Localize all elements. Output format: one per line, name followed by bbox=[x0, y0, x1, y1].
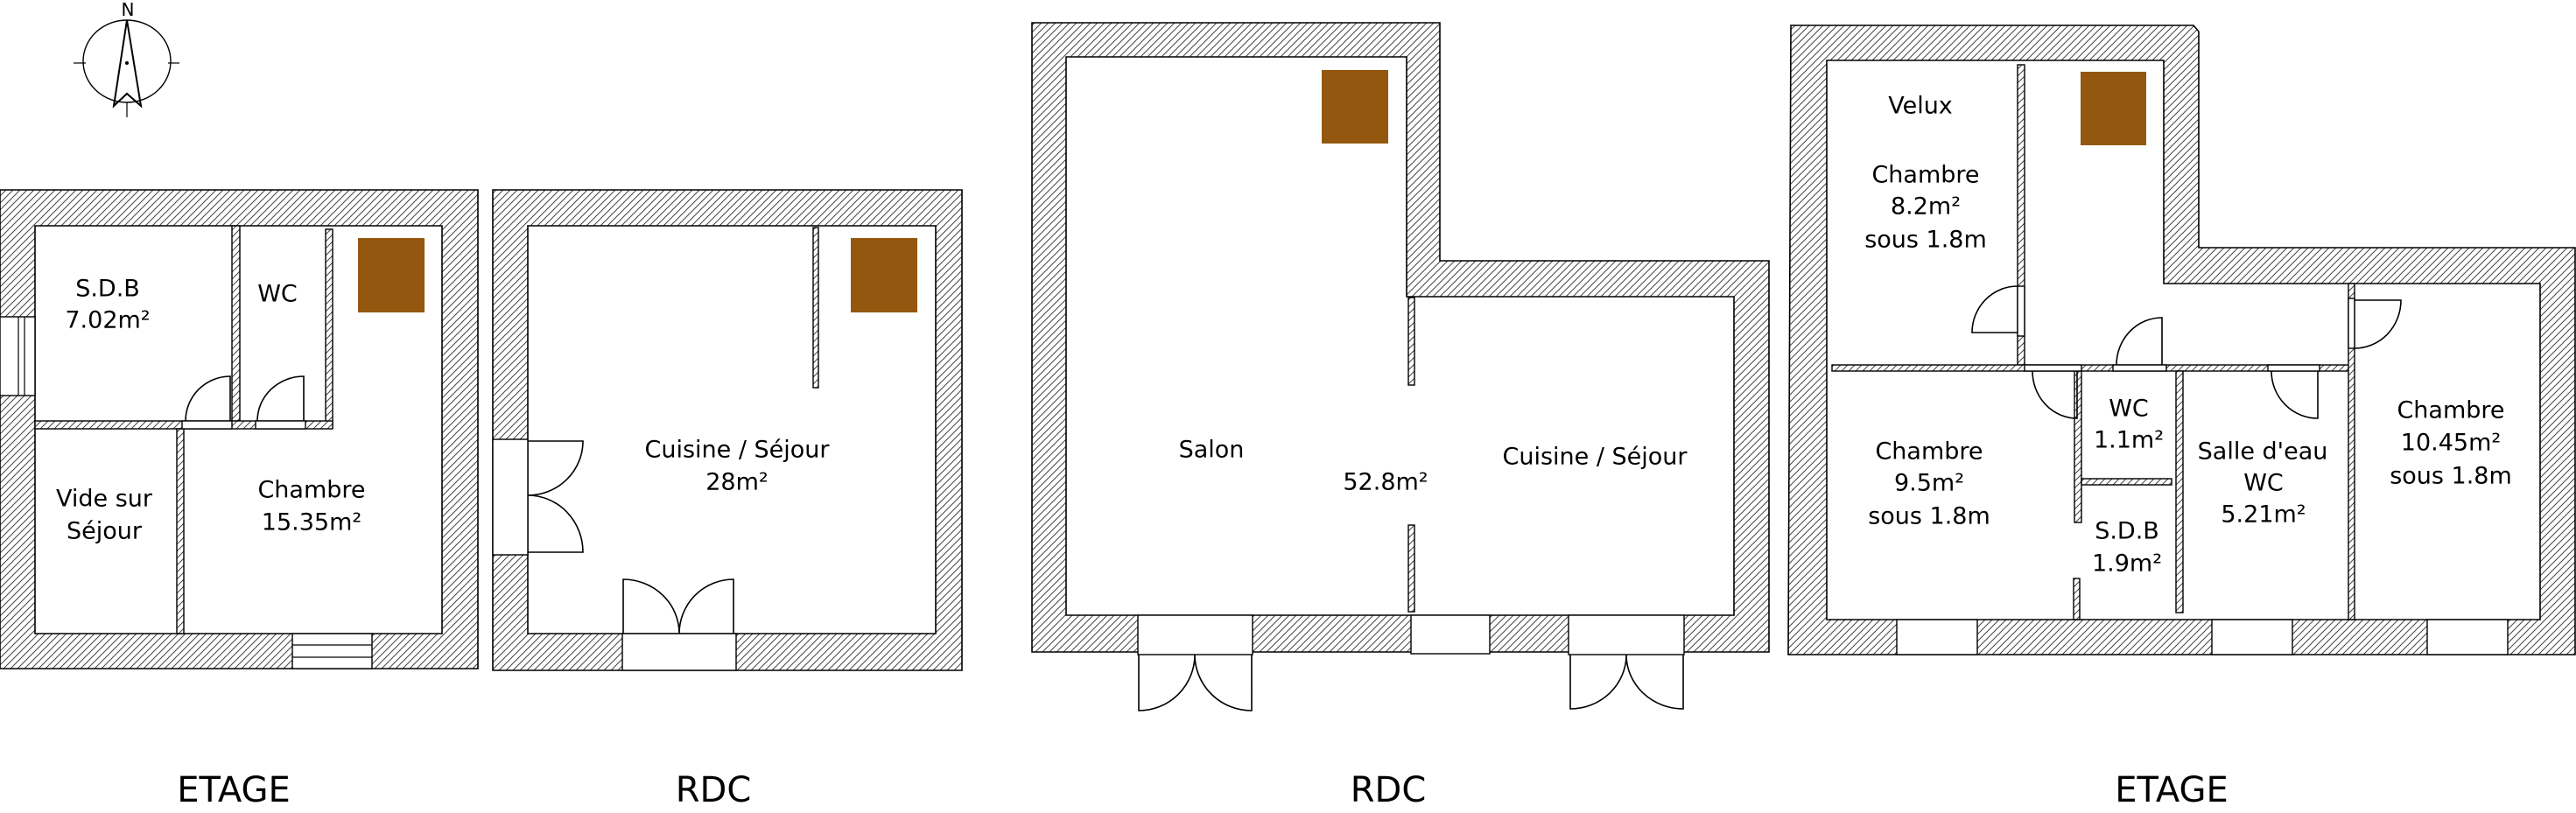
partition-wall bbox=[231, 225, 241, 422]
room-label: Salle d'eau bbox=[2198, 438, 2328, 466]
door-icon bbox=[256, 375, 305, 422]
door-icon bbox=[2116, 317, 2163, 366]
room-label: WC bbox=[257, 281, 298, 308]
room-label: S.D.B bbox=[2095, 518, 2159, 545]
room-label: S.D.B bbox=[75, 276, 140, 303]
partition-wall bbox=[2073, 578, 2081, 620]
room-area: 7.02m² bbox=[65, 307, 150, 334]
exterior-wall bbox=[0, 189, 479, 669]
partition-wall bbox=[2081, 478, 2172, 486]
room-note: sous 1.8m bbox=[1868, 503, 1990, 530]
door-opening bbox=[181, 420, 233, 430]
room-label: Chambre bbox=[1875, 438, 1983, 466]
door-opening bbox=[2024, 364, 2082, 372]
room-area: 9.5m² bbox=[1894, 470, 1964, 497]
plan-rdc-small: Cuisine / Séjour 28m² RDC bbox=[492, 189, 963, 810]
room-area: 28m² bbox=[705, 469, 768, 496]
partition-wall bbox=[1407, 297, 1415, 386]
window bbox=[0, 316, 36, 396]
door-icon bbox=[185, 375, 231, 422]
room-area: 8.2m² bbox=[1891, 193, 1961, 221]
level-label: RDC bbox=[676, 770, 752, 810]
fireplace-icon bbox=[851, 238, 917, 312]
level-label: ETAGE bbox=[2115, 770, 2229, 810]
exterior-wall bbox=[1031, 22, 1770, 653]
room-label: Cuisine / Séjour bbox=[644, 437, 830, 464]
room-area: 1.9m² bbox=[2092, 550, 2162, 578]
room-area: 5.21m² bbox=[2221, 501, 2306, 529]
partition-wall bbox=[812, 227, 819, 389]
room-label: Chambre bbox=[1871, 162, 1979, 189]
north-label: N bbox=[122, 0, 135, 20]
door-opening bbox=[492, 438, 529, 556]
door-opening bbox=[2267, 364, 2320, 372]
room-area: 10.45m² bbox=[2401, 430, 2501, 457]
double-door-icon bbox=[1138, 654, 1253, 711]
room-label: WC bbox=[2243, 470, 2284, 497]
double-door-icon bbox=[527, 440, 584, 553]
door-opening bbox=[2017, 285, 2025, 337]
partition-wall bbox=[176, 428, 185, 634]
fireplace-icon bbox=[1322, 70, 1388, 144]
plan-etage-large: Velux Chambre 8.2m² sous 1.8m Chambre 9.… bbox=[1787, 25, 2576, 810]
room-label: Salon bbox=[1179, 437, 1245, 464]
plan-etage-small: S.D.B 7.02m² WC Vide sur Séjour Chambre … bbox=[0, 189, 479, 810]
door-icon bbox=[2271, 370, 2319, 419]
partition-wall bbox=[2074, 370, 2082, 523]
fireplace-icon bbox=[358, 238, 425, 312]
partition-wall bbox=[325, 228, 333, 429]
door-opening bbox=[621, 633, 737, 671]
double-door-icon bbox=[622, 578, 734, 634]
door-opening bbox=[1137, 614, 1253, 655]
window bbox=[2426, 619, 2509, 655]
door-opening bbox=[2348, 298, 2355, 349]
room-note: sous 1.8m bbox=[2390, 463, 2512, 490]
fireplace-icon bbox=[2081, 72, 2146, 145]
room-label: Séjour bbox=[67, 518, 143, 545]
level-label: RDC bbox=[1351, 770, 1427, 810]
room-label: WC bbox=[2109, 396, 2149, 423]
partition-wall bbox=[2348, 283, 2355, 620]
partition-wall bbox=[2175, 370, 2184, 613]
door-icon bbox=[1971, 285, 2018, 333]
level-label: ETAGE bbox=[177, 770, 291, 810]
room-area: 1.1m² bbox=[2094, 427, 2164, 454]
door-icon bbox=[2354, 299, 2402, 349]
room-area: 52.8m² bbox=[1343, 469, 1428, 496]
door-opening bbox=[1568, 614, 1685, 655]
room-label: Cuisine / Séjour bbox=[1502, 444, 1688, 471]
room-label: Velux bbox=[1888, 93, 1953, 120]
room-note: sous 1.8m bbox=[1864, 227, 1987, 254]
room-label: Chambre bbox=[257, 477, 365, 504]
door-opening bbox=[2112, 364, 2167, 372]
window bbox=[2211, 619, 2293, 655]
door-opening bbox=[255, 420, 306, 430]
window bbox=[291, 633, 373, 669]
plan-rdc-large: Salon 52.8m² Cuisine / Séjour RDC bbox=[1031, 22, 1770, 810]
double-door-icon bbox=[1569, 654, 1684, 710]
door-icon bbox=[2032, 370, 2078, 419]
partition-wall bbox=[1407, 524, 1415, 613]
room-label: Vide sur bbox=[56, 486, 153, 513]
window bbox=[1896, 619, 1978, 655]
room-label: Chambre bbox=[2397, 397, 2504, 424]
north-compass-icon: N bbox=[74, 0, 179, 117]
window bbox=[1410, 614, 1491, 655]
room-area: 15.35m² bbox=[262, 509, 361, 536]
